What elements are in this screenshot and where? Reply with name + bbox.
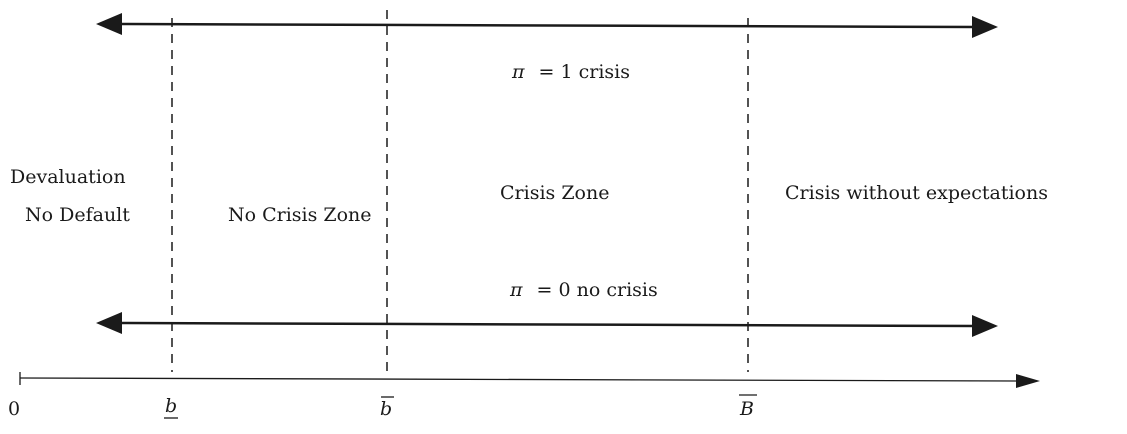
axis-label-lower-b: b <box>165 395 177 417</box>
top-arrow-left-head <box>96 13 122 35</box>
bottom-arrow-left-head <box>96 312 122 334</box>
top-arrow-line <box>117 22 979 29</box>
region-crisis: Crisis Zone <box>500 182 609 204</box>
region-devaluation-line1: Devaluation <box>10 166 126 188</box>
x-axis-arrow-head <box>1016 374 1040 388</box>
region-no-crisis: No Crisis Zone <box>228 204 372 226</box>
axis-label-origin: 0 <box>8 398 20 420</box>
top-line-label: π = 1 crisis <box>511 61 630 83</box>
region-crisis-without-expectations: Crisis without expectations <box>785 182 1048 204</box>
axis-label-upper-B: B <box>739 398 754 420</box>
bottom-line-label: π = 0 no crisis <box>509 279 658 301</box>
bottom-arrow-right-head <box>972 315 998 337</box>
x-axis-line <box>19 377 1023 382</box>
region-devaluation-line2: No Default <box>25 204 130 226</box>
bottom-arrow-line <box>117 321 979 328</box>
axis-label-upper-b: b <box>380 398 392 420</box>
top-arrow-right-head <box>972 16 998 38</box>
